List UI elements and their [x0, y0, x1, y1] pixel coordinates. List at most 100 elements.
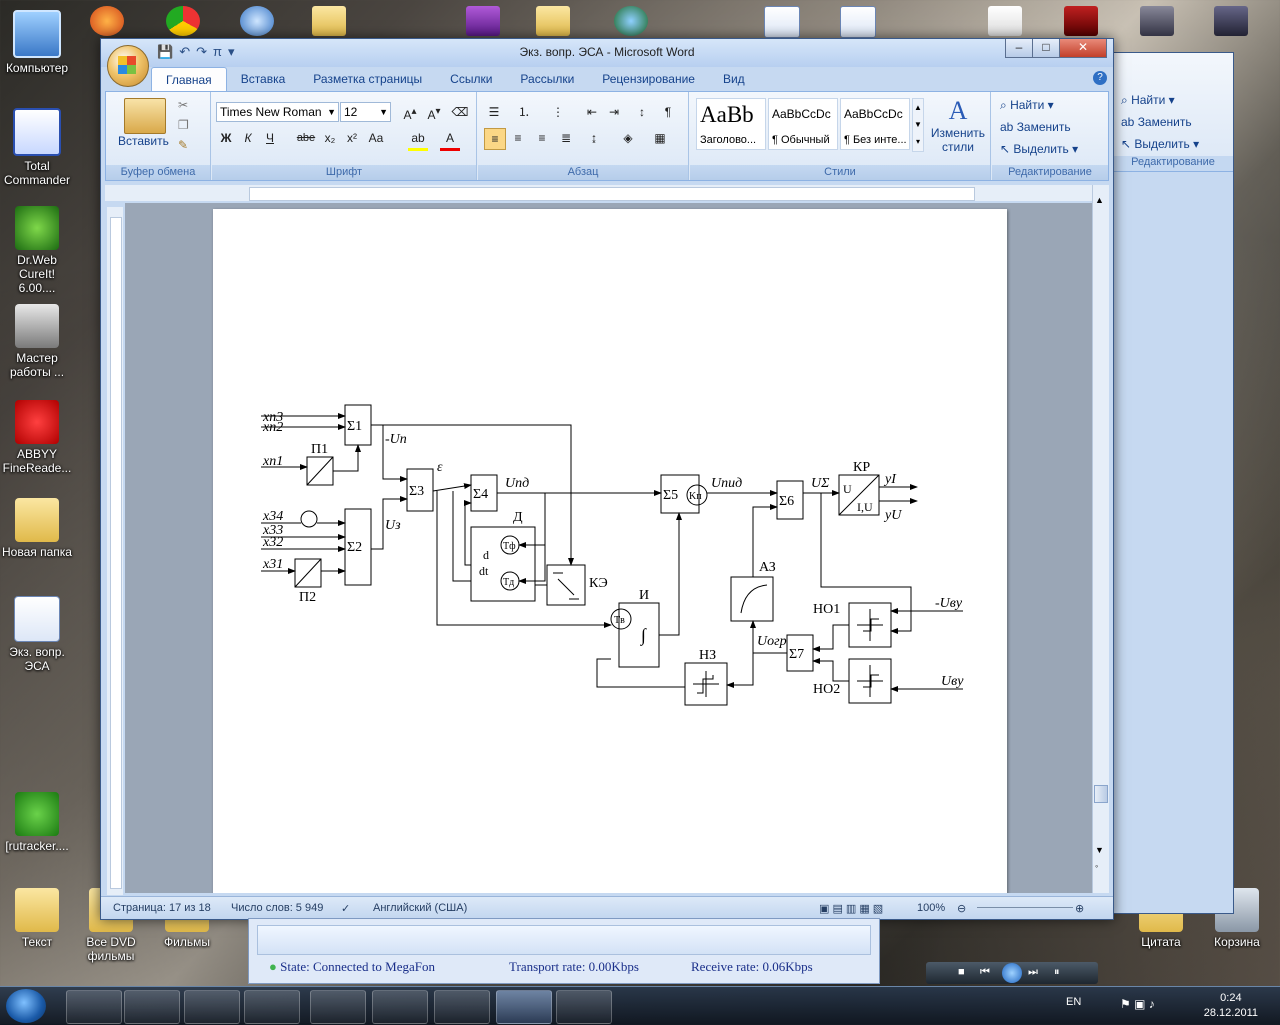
- firefox-icon[interactable]: [90, 6, 124, 36]
- status-lang[interactable]: Английский (США): [373, 902, 468, 914]
- bullets-icon[interactable]: ☰: [488, 105, 500, 119]
- qat-dropdown-icon[interactable]: ▾: [227, 44, 235, 59]
- style-no-spacing[interactable]: AaBbCcDc¶ Без инте...: [840, 98, 910, 150]
- decrease-indent-icon[interactable]: ⇤: [586, 105, 598, 119]
- taskbar-app[interactable]: [434, 990, 490, 1024]
- superscript-button[interactable]: x²: [347, 131, 357, 145]
- undo-icon[interactable]: ↶: [179, 44, 191, 59]
- redo-icon[interactable]: ↷: [196, 44, 207, 59]
- browse-object-icon[interactable]: ◦: [1095, 861, 1099, 871]
- taskbar-explorer[interactable]: [372, 990, 428, 1024]
- taskbar-tool[interactable]: [244, 990, 300, 1024]
- folder-icon[interactable]: [536, 6, 570, 36]
- play-icon[interactable]: [1002, 963, 1022, 983]
- view-buttons[interactable]: ▣ ▤ ▥ ▦ ▧: [819, 903, 884, 915]
- desktop-icon-totalcmd[interactable]: Total Commander: [0, 108, 74, 187]
- winrar-icon[interactable]: [466, 6, 500, 36]
- align-right-icon[interactable]: ≡: [538, 131, 546, 145]
- game-icon[interactable]: [1140, 6, 1174, 36]
- desktop-icon-abbyy[interactable]: ABBYY FineReade...: [0, 400, 74, 475]
- font-color-icon[interactable]: A: [440, 128, 460, 151]
- tab-mailings[interactable]: Рассылки: [520, 72, 575, 86]
- title-bar[interactable]: 💾 ↶ ↷ π ▾ Экз. вопр. ЭСА - Microsoft Wor…: [101, 39, 1113, 67]
- tab-review[interactable]: Рецензирование: [602, 72, 695, 86]
- line-spacing-icon[interactable]: ↨: [591, 131, 597, 145]
- next-icon[interactable]: ⏭: [1028, 966, 1038, 978]
- multilevel-icon[interactable]: ⋮: [552, 105, 564, 119]
- zoom-slider[interactable]: [977, 907, 1073, 908]
- minimize-button[interactable]: –: [1005, 39, 1033, 58]
- align-center-icon[interactable]: ≡: [514, 131, 522, 145]
- numbering-icon[interactable]: ⒈: [517, 105, 530, 119]
- scroll-down-icon[interactable]: ▼: [1095, 845, 1104, 855]
- folder-icon[interactable]: [312, 6, 346, 36]
- start-button[interactable]: [6, 989, 46, 1023]
- game-icon[interactable]: [1064, 6, 1098, 36]
- desktop-icon-doc[interactable]: Экз. вопр. ЭСА: [0, 596, 74, 673]
- tray-icons[interactable]: ⚑ ▣ ♪: [1120, 997, 1155, 1011]
- desktop-icon-utorrent[interactable]: [rutracker....: [0, 792, 74, 853]
- chrome-icon[interactable]: [166, 6, 200, 36]
- tab-references[interactable]: Ссылки: [450, 72, 493, 86]
- italic-button[interactable]: К: [244, 131, 252, 145]
- paste-button[interactable]: Вставить: [118, 134, 169, 148]
- desktop-icon-newfolder[interactable]: Новая папка: [0, 498, 74, 559]
- tab-insert[interactable]: Вставка: [240, 72, 286, 86]
- highlight-icon[interactable]: ab: [408, 128, 428, 151]
- desktop-icon-text[interactable]: Текст: [0, 888, 74, 949]
- find-button[interactable]: ⌕ Найти ▾: [1000, 98, 1054, 112]
- cut-icon[interactable]: ✂: [178, 98, 189, 112]
- close-button[interactable]: ✕: [1059, 39, 1107, 58]
- justify-icon[interactable]: ≣: [560, 131, 572, 145]
- zoom-level[interactable]: 100%: [917, 902, 946, 914]
- pilcrow-icon[interactable]: ¶: [664, 105, 672, 119]
- cards-icon[interactable]: [988, 6, 1022, 36]
- style-normal[interactable]: AaBbCcDc¶ Обычный: [768, 98, 838, 150]
- align-left-icon[interactable]: ≡: [484, 128, 506, 150]
- globe-icon[interactable]: [614, 6, 648, 36]
- grow-font-icon[interactable]: A▴: [403, 106, 417, 122]
- find-button[interactable]: ⌕ Найти ▾: [1121, 93, 1175, 107]
- horizontal-ruler[interactable]: [105, 185, 1107, 201]
- desktop-icon-drweb[interactable]: Dr.Web CureIt! 6.00....: [0, 206, 74, 295]
- strike-button[interactable]: abe: [296, 132, 316, 144]
- underline-button[interactable]: Ч: [266, 131, 274, 145]
- pi-icon[interactable]: π: [213, 44, 222, 59]
- scroll-thumb[interactable]: [1094, 785, 1108, 803]
- bold-button[interactable]: Ж: [220, 131, 232, 145]
- subscript-button[interactable]: x₂: [324, 131, 336, 145]
- save-icon[interactable]: 💾: [157, 44, 174, 59]
- document-page[interactable]: xп3 xп2 xп1 x34 x33 x32 x31 Σ1 Σ2 Σ3 Σ4 …: [213, 209, 1007, 893]
- taskbar-word[interactable]: [496, 990, 552, 1024]
- styles-scroll[interactable]: ▲▼▾: [912, 98, 924, 152]
- taskbar-zoom[interactable]: [124, 990, 180, 1024]
- help-icon[interactable]: ?: [1093, 71, 1107, 85]
- spellcheck-icon[interactable]: ✓: [341, 903, 351, 915]
- vertical-scrollbar[interactable]: ▲ ▼ ◦: [1092, 185, 1109, 893]
- change-case-button[interactable]: Aa: [368, 131, 384, 145]
- font-name-select[interactable]: Times New Roman▼: [216, 102, 339, 122]
- taskbar-network[interactable]: [556, 990, 612, 1024]
- clear-format-icon[interactable]: ⌫: [451, 105, 469, 119]
- maximize-button[interactable]: □: [1032, 39, 1060, 58]
- second-word-window[interactable]: ⌕ Найти ▾ ab Заменить ↖ Выделить ▾ Редак…: [1112, 52, 1234, 914]
- taskbar-chrome[interactable]: [310, 990, 366, 1024]
- word-window[interactable]: 💾 ↶ ↷ π ▾ Экз. вопр. ЭСА - Microsoft Wor…: [100, 38, 1114, 920]
- tab-view[interactable]: Вид: [722, 72, 745, 86]
- safari-icon[interactable]: [240, 6, 274, 36]
- status-words[interactable]: Число слов: 5 949: [231, 902, 324, 914]
- zoom-in-icon[interactable]: ⊕: [1075, 903, 1085, 915]
- format-painter-icon[interactable]: ✎: [178, 138, 189, 152]
- status-page[interactable]: Страница: 17 из 18: [113, 902, 211, 914]
- document-area[interactable]: xп3 xп2 xп1 x34 x33 x32 x31 Σ1 Σ2 Σ3 Σ4 …: [125, 203, 1093, 893]
- desktop-icon-computer[interactable]: Компьютер: [0, 10, 74, 75]
- replace-button[interactable]: ab Заменить: [1000, 120, 1071, 134]
- word-doc-icon[interactable]: [840, 6, 876, 38]
- paste-icon[interactable]: [124, 98, 166, 134]
- font-size-select[interactable]: 12▼: [340, 102, 391, 122]
- select-button[interactable]: ↖ Выделить ▾: [1000, 142, 1079, 156]
- increase-indent-icon[interactable]: ⇥: [608, 105, 620, 119]
